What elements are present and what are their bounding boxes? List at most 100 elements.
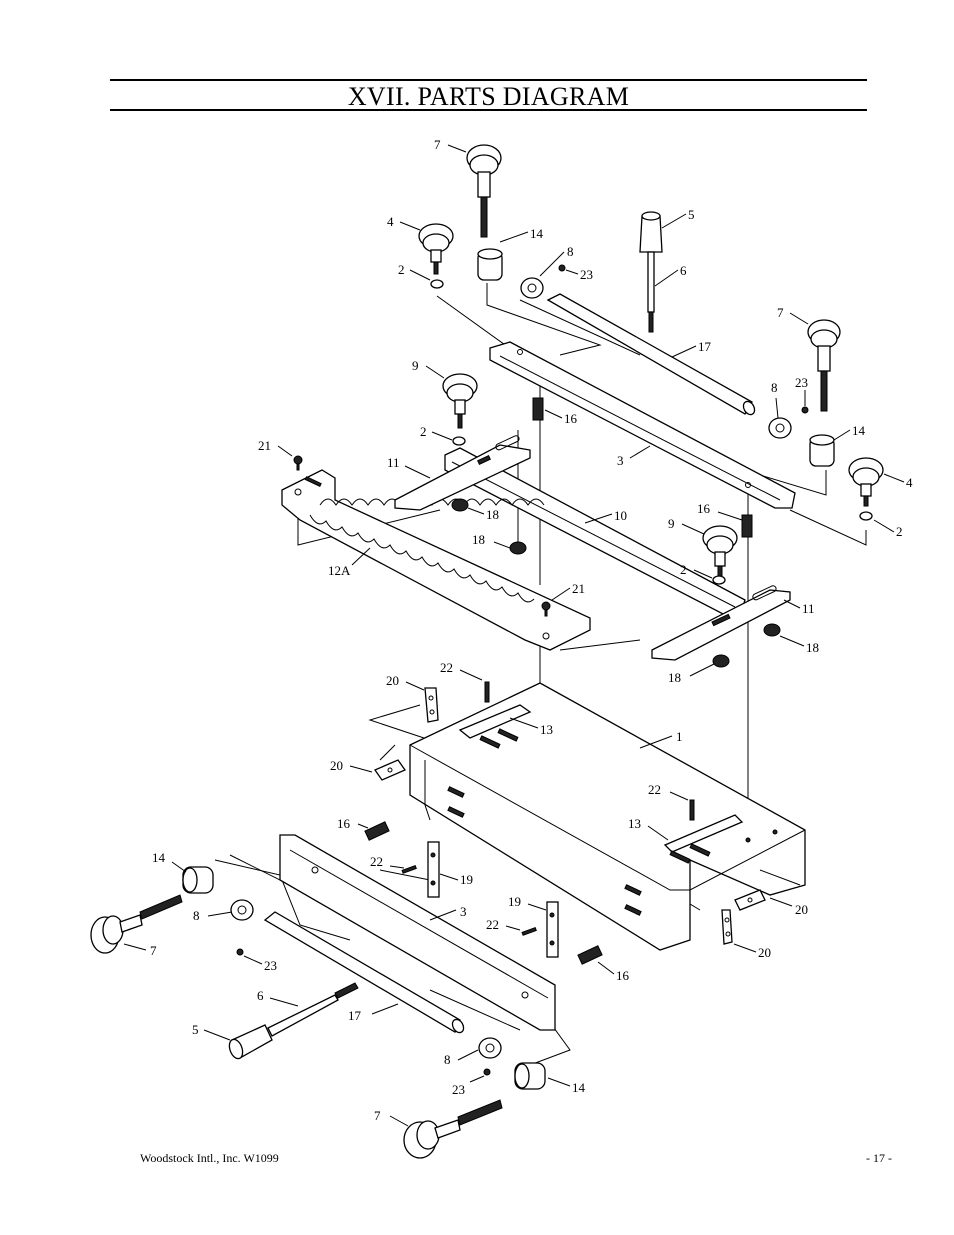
lower-rod — [263, 911, 465, 1034]
svg-text:16: 16 — [564, 411, 578, 426]
callout-2-left: 2 — [420, 424, 453, 441]
svg-text:23: 23 — [795, 375, 808, 390]
callout-23-lower: 23 — [452, 1075, 485, 1097]
callout-13-top: 13 — [509, 717, 553, 737]
callout-20-top: 20 — [386, 673, 425, 691]
svg-text:14: 14 — [152, 850, 166, 865]
svg-text:2: 2 — [896, 524, 903, 539]
svg-text:7: 7 — [777, 305, 784, 320]
dovetail-template — [281, 469, 591, 651]
callout-19-right: 19 — [508, 894, 547, 911]
callout-19-left: 19 — [439, 872, 473, 887]
lower-rail — [279, 834, 556, 1031]
callout-8-lower: 8 — [444, 1049, 479, 1067]
svg-text:21: 21 — [258, 438, 271, 453]
svg-text:16: 16 — [337, 816, 351, 831]
collars — [230, 277, 792, 1059]
svg-text:18: 18 — [472, 532, 485, 547]
svg-text:5: 5 — [192, 1022, 199, 1037]
svg-text:1: 1 — [676, 729, 683, 744]
callout-22-lower: 22 — [486, 917, 521, 932]
footer-page-number: - 17 - — [866, 1151, 892, 1165]
svg-text:17: 17 — [348, 1008, 362, 1023]
blocks — [182, 248, 835, 1090]
callout-6-lower: 6 — [257, 988, 299, 1007]
callout-7-bottom: 7 — [374, 1108, 409, 1127]
callout-16-top: 16 — [544, 409, 578, 426]
callout-8-top: 8 — [539, 244, 574, 277]
callout-2-top: 2 — [398, 262, 431, 281]
svg-text:4: 4 — [906, 475, 913, 490]
header-rule-top — [110, 79, 867, 81]
svg-text:8: 8 — [444, 1052, 451, 1067]
svg-text:20: 20 — [386, 673, 399, 688]
callout-20-right-bottom: 20 — [733, 943, 771, 960]
callout-18-right: 18 — [779, 635, 819, 655]
svg-text:8: 8 — [567, 244, 574, 259]
svg-text:16: 16 — [616, 968, 630, 983]
callout-21-right: 21 — [551, 581, 585, 601]
callout-3-lower: 3 — [429, 904, 467, 921]
callout-4-left: 4 — [387, 214, 421, 231]
side-bracket-right — [651, 585, 791, 661]
upper-rail — [489, 341, 796, 509]
callout-21-left: 21 — [258, 438, 293, 457]
handle-bottom — [228, 982, 359, 1060]
upper-rod — [546, 293, 756, 416]
svg-text:17: 17 — [698, 339, 712, 354]
callout-17-top: 17 — [671, 339, 712, 358]
callout-22-mid: 22 — [370, 854, 405, 869]
svg-text:8: 8 — [771, 380, 778, 395]
callout-18-left: 18 — [467, 507, 499, 522]
svg-text:9: 9 — [668, 516, 675, 531]
base-plate — [409, 682, 806, 951]
callout-22-top: 22 — [440, 660, 483, 681]
svg-text:22: 22 — [648, 782, 661, 797]
svg-text:2: 2 — [398, 262, 405, 277]
callout-9-right: 9 — [668, 516, 705, 535]
svg-text:6: 6 — [257, 988, 264, 1003]
svg-text:23: 23 — [452, 1082, 465, 1097]
callout-8-left: 8 — [193, 908, 233, 923]
callout-4-right: 4 — [883, 473, 913, 490]
knob-7-top — [466, 144, 502, 238]
callout-7-top: 7 — [434, 137, 467, 153]
callout-7-right: 7 — [777, 305, 809, 325]
header-rule-bottom — [110, 109, 867, 111]
svg-text:7: 7 — [434, 137, 441, 152]
callout-9-left: 9 — [412, 358, 445, 379]
svg-text:5: 5 — [688, 207, 695, 222]
svg-text:3: 3 — [617, 453, 624, 468]
callout-8-right: 8 — [771, 380, 779, 419]
clips — [374, 687, 766, 945]
callout-11-left: 11 — [387, 455, 431, 479]
callout-5-lower: 5 — [192, 1022, 231, 1041]
callout-14-right: 14 — [833, 423, 866, 441]
svg-text:9: 9 — [412, 358, 419, 373]
svg-text:3: 3 — [460, 904, 467, 919]
knob-9-left — [442, 373, 478, 429]
svg-text:4: 4 — [387, 214, 394, 229]
svg-text:12A: 12A — [328, 563, 351, 578]
svg-text:18: 18 — [806, 640, 819, 655]
callout-16-left: 16 — [337, 816, 369, 831]
svg-text:16: 16 — [697, 501, 711, 516]
callout-22-right: 22 — [648, 782, 689, 801]
callout-14-top: 14 — [499, 226, 544, 243]
side-bracket-left — [394, 435, 531, 511]
callout-18-lower: 18 — [668, 663, 715, 685]
svg-text:7: 7 — [150, 943, 157, 958]
callout-2-mid: 2 — [680, 562, 713, 579]
svg-text:21: 21 — [572, 581, 585, 596]
svg-text:22: 22 — [440, 660, 453, 675]
callout-3-top: 3 — [617, 445, 651, 468]
callout-23-left: 23 — [243, 955, 277, 973]
handle-top — [639, 211, 663, 333]
knob-7-right — [807, 319, 841, 412]
callout-17-lower: 17 — [348, 1003, 399, 1023]
springs — [364, 397, 753, 965]
plates — [427, 841, 559, 958]
callout-5-top: 5 — [661, 207, 695, 229]
callout-14-lower: 14 — [547, 1077, 586, 1095]
